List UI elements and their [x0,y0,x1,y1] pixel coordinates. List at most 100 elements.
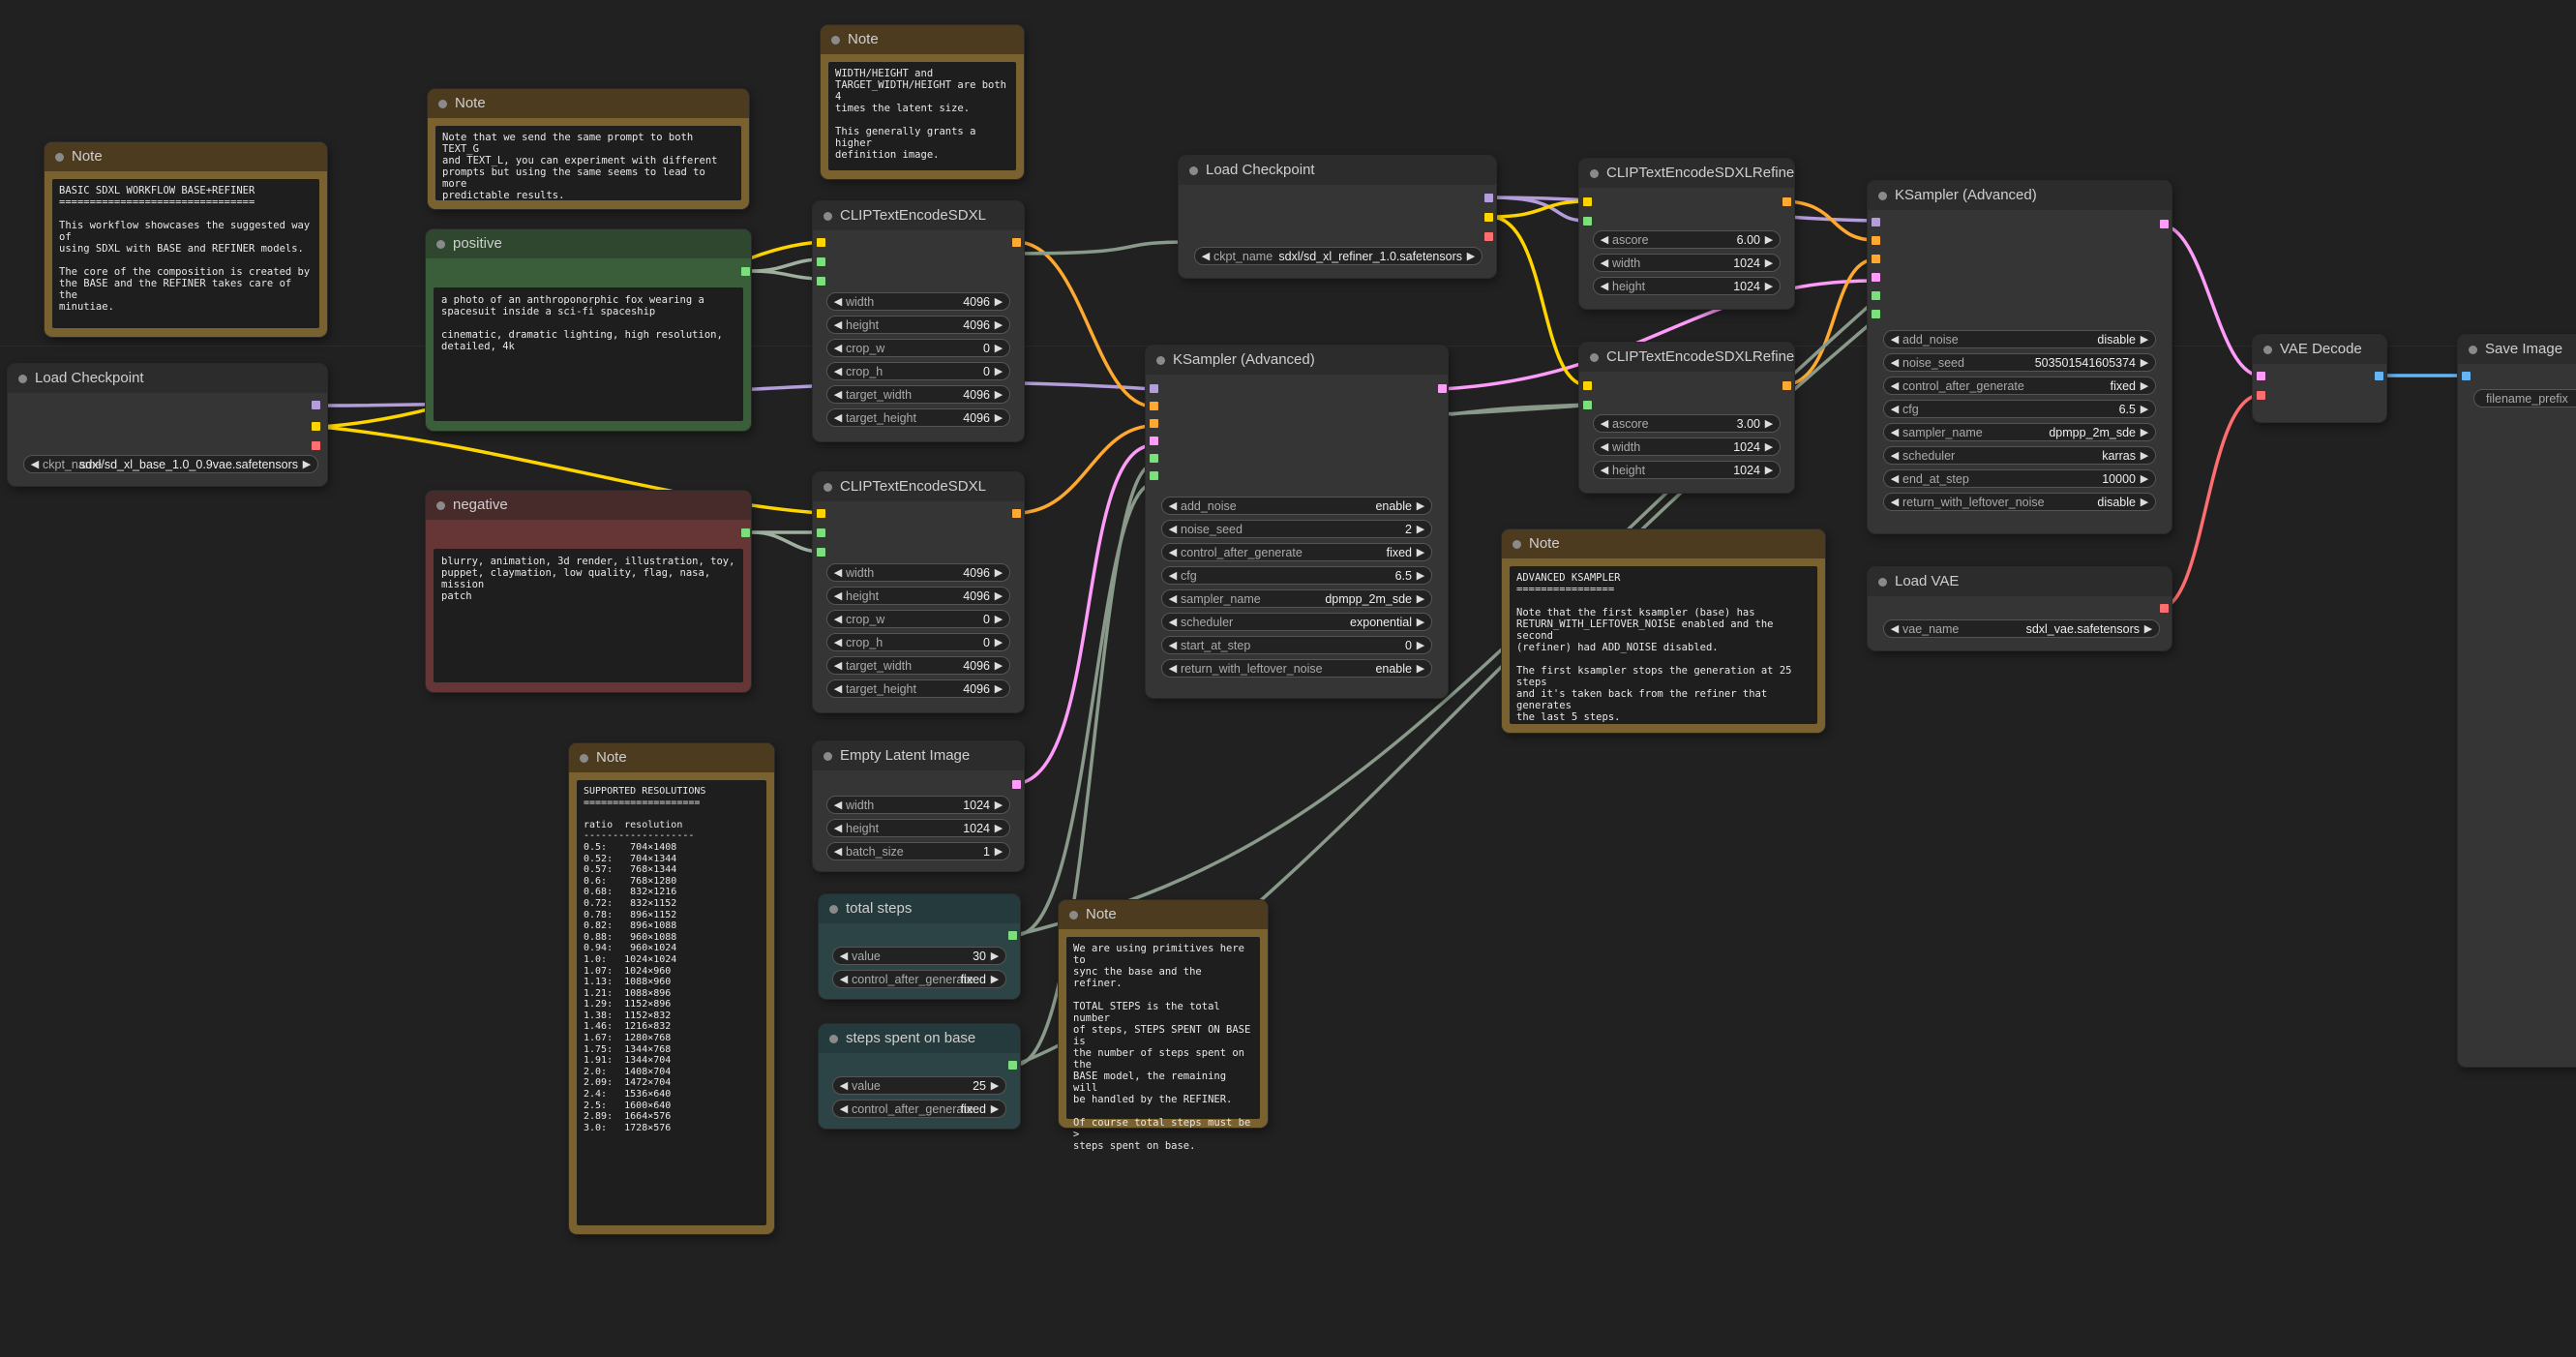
ckpt-name-combo[interactable]: ◀ ckpt_name sdxl/sd_xl_refiner_1.0.safet… [1194,247,1483,265]
text-l-input-port[interactable] [817,277,825,286]
text-l-input-port[interactable] [817,548,825,557]
node-header[interactable]: Note [45,142,327,171]
arrow-right-icon[interactable]: ▶ [2140,450,2149,462]
model-input-port[interactable] [1150,384,1158,393]
node-header[interactable]: Note [428,89,749,118]
node-header[interactable]: CLIPTextEncodeSDXL [813,201,1024,230]
arrow-right-icon[interactable]: ▶ [994,637,1003,648]
int-output-port[interactable] [1008,931,1017,940]
arrow-right-icon[interactable]: ▶ [2140,380,2149,392]
node-header[interactable]: Load Checkpoint [8,364,327,393]
arrow-right-icon[interactable]: ▶ [1416,617,1425,628]
collapse-dot-icon[interactable] [2263,346,2272,354]
note-textarea[interactable]: WIDTH/HEIGHT and TARGET_WIDTH/HEIGHT are… [828,62,1016,170]
arrow-right-icon[interactable]: ▶ [994,296,1003,308]
text-input-port[interactable] [1583,217,1592,226]
arrow-left-icon[interactable]: ◀ [839,950,849,962]
arrow-left-icon[interactable]: ◀ [1201,251,1211,262]
end-at-step-input-port[interactable] [1150,471,1158,480]
arrow-left-icon[interactable]: ◀ [1168,593,1178,605]
arrow-right-icon[interactable]: ▶ [2140,473,2149,485]
arrow-left-icon[interactable]: ◀ [30,459,40,470]
arrow-left-icon[interactable]: ◀ [833,614,843,625]
arrow-left-icon[interactable]: ◀ [1168,617,1178,628]
negative-input-port[interactable] [1872,255,1880,263]
arrow-right-icon[interactable]: ▶ [1416,663,1425,675]
node-header[interactable]: CLIPTextEncodeSDXLRefiner [1579,343,1794,372]
latent-input-port[interactable] [1150,437,1158,445]
arrow-left-icon[interactable]: ◀ [1890,473,1900,485]
clip-input-port[interactable] [1583,197,1592,206]
arrow-right-icon[interactable]: ▶ [1764,418,1774,430]
arrow-left-icon[interactable]: ◀ [839,1080,849,1092]
conditioning-output-port[interactable] [1782,197,1791,206]
arrow-left-icon[interactable]: ◀ [1168,524,1178,535]
arrow-right-icon[interactable]: ▶ [994,846,1003,858]
vae-output-port[interactable] [312,441,320,450]
arrow-left-icon[interactable]: ◀ [1600,234,1609,246]
arrow-right-icon[interactable]: ▶ [1416,593,1425,605]
arrow-left-icon[interactable]: ◀ [833,567,843,579]
arrow-left-icon[interactable]: ◀ [833,319,843,331]
node-header[interactable]: Load Checkpoint [1179,156,1496,185]
string-output-port[interactable] [741,528,750,537]
arrow-right-icon[interactable]: ▶ [1764,465,1774,476]
arrow-left-icon[interactable]: ◀ [1890,404,1900,415]
latent-output-port[interactable] [1438,384,1447,393]
collapse-dot-icon[interactable] [1878,192,1887,200]
latent-input-port[interactable] [1872,273,1880,282]
arrow-left-icon[interactable]: ◀ [833,823,843,834]
node-header[interactable]: VAE Decode [2253,335,2386,364]
images-input-port[interactable] [2462,372,2471,380]
clip-input-port[interactable] [817,238,825,247]
prompt-textarea[interactable]: a photo of an anthroponorphic fox wearin… [434,287,743,421]
collapse-dot-icon[interactable] [1590,169,1599,178]
node-header[interactable]: negative [426,491,751,520]
arrow-right-icon[interactable]: ▶ [994,366,1003,377]
arrow-right-icon[interactable]: ▶ [994,412,1003,424]
model-output-port[interactable] [312,401,320,409]
arrow-left-icon[interactable]: ◀ [833,389,843,401]
vae-input-port[interactable] [2257,391,2265,400]
note-prompt[interactable]: Note Note that we send the same prompt t… [428,89,749,209]
node-header[interactable]: Empty Latent Image [813,741,1024,770]
arrow-right-icon[interactable]: ▶ [1416,547,1425,558]
arrow-left-icon[interactable]: ◀ [1600,281,1609,292]
collapse-dot-icon[interactable] [18,375,27,383]
node-header[interactable]: Note [821,25,1024,54]
arrow-right-icon[interactable]: ▶ [2140,357,2149,369]
collapse-dot-icon[interactable] [438,100,447,108]
arrow-right-icon[interactable]: ▶ [1416,640,1425,651]
collapse-dot-icon[interactable] [1590,353,1599,362]
collapse-dot-icon[interactable] [1156,356,1165,365]
node-header[interactable]: KSampler (Advanced) [1868,181,2172,210]
int-output-port[interactable] [1008,1061,1017,1070]
start-at-step-input-port[interactable] [1872,310,1880,318]
arrow-left-icon[interactable]: ◀ [1890,357,1900,369]
arrow-right-icon[interactable]: ▶ [994,823,1003,834]
image-output-port[interactable] [2375,372,2383,380]
